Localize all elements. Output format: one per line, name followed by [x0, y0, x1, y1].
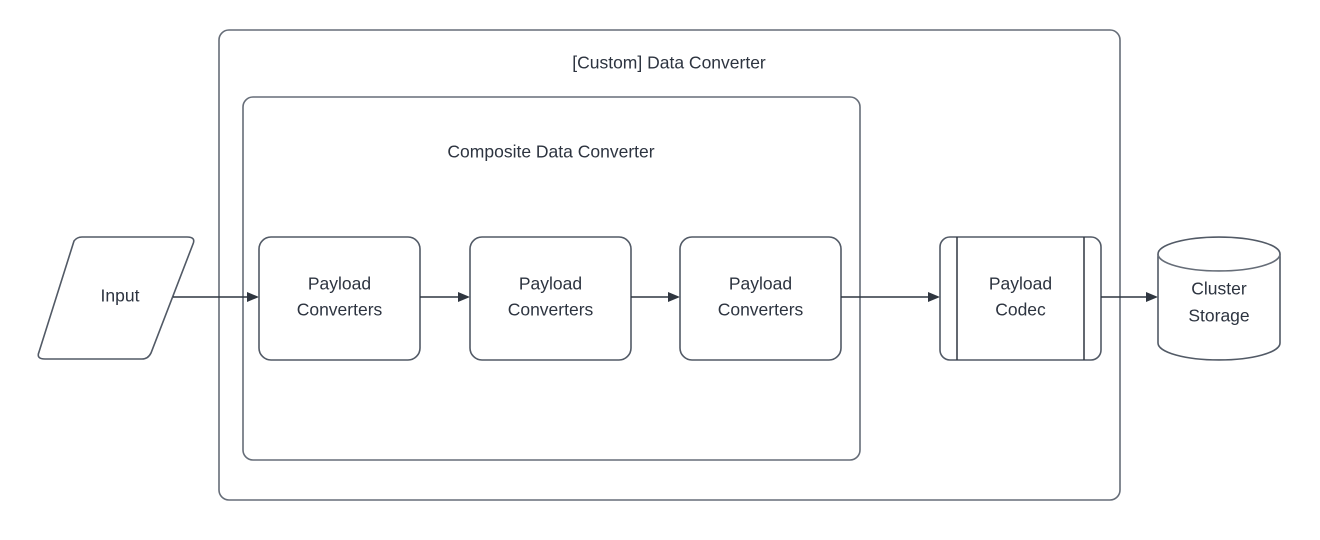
input-label: Input [101, 286, 140, 306]
custom-data-converter-label: [Custom] Data Converter [572, 53, 766, 73]
payload-converters-2-label-line1: Payload [519, 274, 582, 294]
cluster-storage-label-line2: Storage [1188, 306, 1249, 326]
edge-pc3-to-codec-arrowhead [928, 292, 940, 302]
cluster-storage-top-ellipse [1157, 253, 1281, 272]
edge-codec-to-storage [1101, 292, 1158, 302]
edge-input-to-pc1-arrowhead [247, 292, 259, 302]
payload-codec-label-line1: Payload [989, 274, 1052, 294]
edge-input-to-payload-converters-1 [173, 292, 259, 302]
cluster-storage-label-line1: Cluster [1191, 279, 1247, 299]
node-cluster-storage[interactable]: Cluster Storage [1157, 236, 1281, 361]
edge-codec-to-storage-arrowhead [1146, 292, 1158, 302]
payload-converters-3-label-line2: Converters [718, 300, 804, 320]
edge-pc1-to-pc2 [420, 292, 470, 302]
payload-converters-1-label-line2: Converters [297, 300, 383, 320]
payload-converters-1-shape[interactable] [258, 236, 421, 361]
payload-converters-3-label-line1: Payload [729, 274, 792, 294]
payload-converters-2-label-line2: Converters [508, 300, 594, 320]
node-payload-codec[interactable]: Payload Codec [939, 236, 1102, 361]
input-shape[interactable] [37, 236, 195, 360]
edge-pc3-to-codec [841, 292, 940, 302]
node-payload-converters-1[interactable]: Payload Converters [258, 236, 421, 361]
node-input[interactable]: Input [37, 236, 195, 360]
payload-converters-1-label-line1: Payload [308, 274, 371, 294]
payload-converters-2-shape[interactable] [469, 236, 632, 361]
node-payload-converters-2[interactable]: Payload Converters [469, 236, 632, 361]
cluster-storage-body[interactable] [1157, 236, 1281, 361]
edge-pc2-to-pc3-arrowhead [668, 292, 680, 302]
payload-codec-label-line2: Codec [995, 300, 1046, 320]
composite-data-converter-label: Composite Data Converter [447, 142, 654, 162]
node-payload-converters-3[interactable]: Payload Converters [679, 236, 842, 361]
edge-pc1-to-pc2-arrowhead [458, 292, 470, 302]
payload-codec-shape[interactable] [939, 236, 1102, 361]
edge-pc2-to-pc3 [631, 292, 680, 302]
payload-converters-3-shape[interactable] [679, 236, 842, 361]
